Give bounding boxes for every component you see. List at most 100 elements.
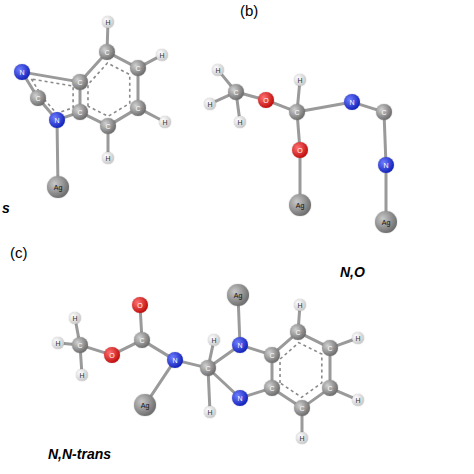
silver-atom: Ag bbox=[134, 394, 156, 416]
chemical-bond bbox=[244, 94, 259, 98]
chemical-bond bbox=[26, 79, 34, 91]
hydrogen-atom: H bbox=[212, 64, 224, 76]
carbon-atom: C bbox=[30, 90, 46, 106]
panel-letter: (c) bbox=[10, 244, 28, 261]
element-symbol: Ag bbox=[141, 402, 150, 409]
element-symbol: C bbox=[269, 385, 274, 392]
chemical-bond bbox=[79, 90, 82, 104]
hydrogen-atom: H bbox=[52, 337, 64, 349]
aromatic-dashes bbox=[31, 63, 321, 397]
chemical-bond bbox=[384, 120, 385, 157]
chemical-bond bbox=[151, 367, 170, 396]
element-symbol: N bbox=[19, 69, 24, 76]
element-symbol: H bbox=[72, 315, 77, 322]
hydrogen-atom: H bbox=[294, 74, 306, 86]
hydrogen-atom: H bbox=[102, 152, 114, 164]
nitrogen-atom: N bbox=[49, 112, 65, 128]
chemical-bond bbox=[337, 391, 352, 397]
carbon-atom: C bbox=[72, 74, 88, 90]
element-symbol: C bbox=[233, 89, 238, 96]
hydrogen-atom: H bbox=[204, 406, 216, 418]
carbon-atom: C bbox=[200, 360, 216, 376]
chemical-bond bbox=[208, 376, 209, 406]
chemical-bond bbox=[107, 134, 110, 152]
chemical-bond bbox=[85, 58, 101, 76]
chemical-bond bbox=[215, 95, 228, 101]
chemical-bond bbox=[298, 120, 300, 142]
chemical-bond bbox=[305, 336, 323, 345]
chemical-bond bbox=[43, 104, 52, 114]
element-symbol: N bbox=[172, 357, 177, 364]
nitrogen-atom: N bbox=[378, 157, 394, 173]
element-symbol: O bbox=[297, 147, 302, 154]
element-symbol: H bbox=[207, 409, 212, 416]
chemical-bond bbox=[298, 86, 300, 104]
element-symbol: H bbox=[207, 101, 212, 108]
element-symbol: C bbox=[35, 95, 40, 102]
hydrogen-atom: H bbox=[156, 49, 168, 61]
oxygen-atom: O bbox=[132, 297, 148, 313]
hydrogen-atom: H bbox=[69, 312, 81, 324]
element-symbol: C bbox=[205, 365, 210, 372]
chemical-bond bbox=[145, 112, 160, 120]
nitrogen-atom: N bbox=[14, 64, 30, 80]
panel-caption: N,N-trans bbox=[48, 446, 111, 462]
element-symbol: Ag bbox=[296, 202, 305, 209]
element-symbol: H bbox=[79, 372, 84, 379]
bond-group bbox=[26, 28, 386, 432]
carbon-atom: C bbox=[264, 380, 280, 396]
element-symbol: Ag bbox=[234, 292, 243, 299]
nitrogen-atom: N bbox=[167, 352, 183, 368]
panel-caption: N,O bbox=[340, 264, 365, 280]
oxygen-atom: O bbox=[104, 347, 120, 363]
carbon-atom: C bbox=[290, 324, 306, 340]
chemical-bond bbox=[238, 306, 239, 337]
chemical-bond bbox=[271, 363, 274, 380]
chemical-bond bbox=[140, 313, 141, 332]
carbon-atom: C bbox=[72, 104, 88, 120]
element-symbol: C bbox=[381, 109, 386, 116]
carbon-atom: C bbox=[100, 118, 116, 134]
oxygen-atom: O bbox=[292, 142, 308, 158]
chemical-bond bbox=[76, 324, 78, 337]
element-symbol: N bbox=[349, 99, 354, 106]
chemical-bond bbox=[305, 103, 344, 110]
chemical-bond bbox=[210, 346, 213, 360]
chemical-bond bbox=[81, 353, 82, 369]
element-symbol: C bbox=[294, 109, 299, 116]
chemical-bond bbox=[214, 373, 234, 392]
element-symbol: C bbox=[295, 329, 300, 336]
silver-atom: Ag bbox=[47, 176, 69, 198]
chemical-bond bbox=[114, 56, 131, 65]
chemical-bond bbox=[137, 76, 140, 100]
element-symbol: H bbox=[297, 77, 302, 84]
panel-caption: s bbox=[2, 200, 10, 216]
element-symbol: H bbox=[105, 19, 110, 26]
carbon-atom: C bbox=[289, 104, 305, 120]
silver-atom: Ag bbox=[227, 284, 249, 306]
carbon-atom: C bbox=[264, 347, 280, 363]
chemical-bond bbox=[145, 58, 157, 64]
chemical-bond bbox=[214, 350, 233, 364]
carbon-atom: C bbox=[99, 44, 115, 60]
chemical-bond bbox=[309, 393, 324, 404]
hydrogen-atom: H bbox=[76, 369, 88, 381]
chemical-bond bbox=[360, 104, 377, 109]
carbon-atom: C bbox=[130, 100, 146, 116]
chemical-bond bbox=[88, 347, 105, 352]
element-symbol: H bbox=[299, 435, 304, 442]
element-symbol: H bbox=[162, 119, 167, 126]
silver-atom: Ag bbox=[289, 194, 311, 216]
hydrogen-atom: H bbox=[159, 116, 171, 128]
chemical-bond bbox=[279, 392, 296, 403]
chemical-bond bbox=[273, 103, 289, 109]
carbon-atom: C bbox=[322, 380, 338, 396]
element-symbol: H bbox=[297, 302, 302, 309]
element-symbol: N bbox=[237, 395, 242, 402]
nitrogen-atom: N bbox=[344, 94, 360, 110]
hydrogen-atom: H bbox=[208, 334, 220, 346]
chemical-bond bbox=[119, 344, 135, 352]
chemical-bond bbox=[297, 311, 301, 324]
carbon-atom: C bbox=[294, 400, 310, 416]
silver-atom: Ag bbox=[375, 211, 397, 233]
